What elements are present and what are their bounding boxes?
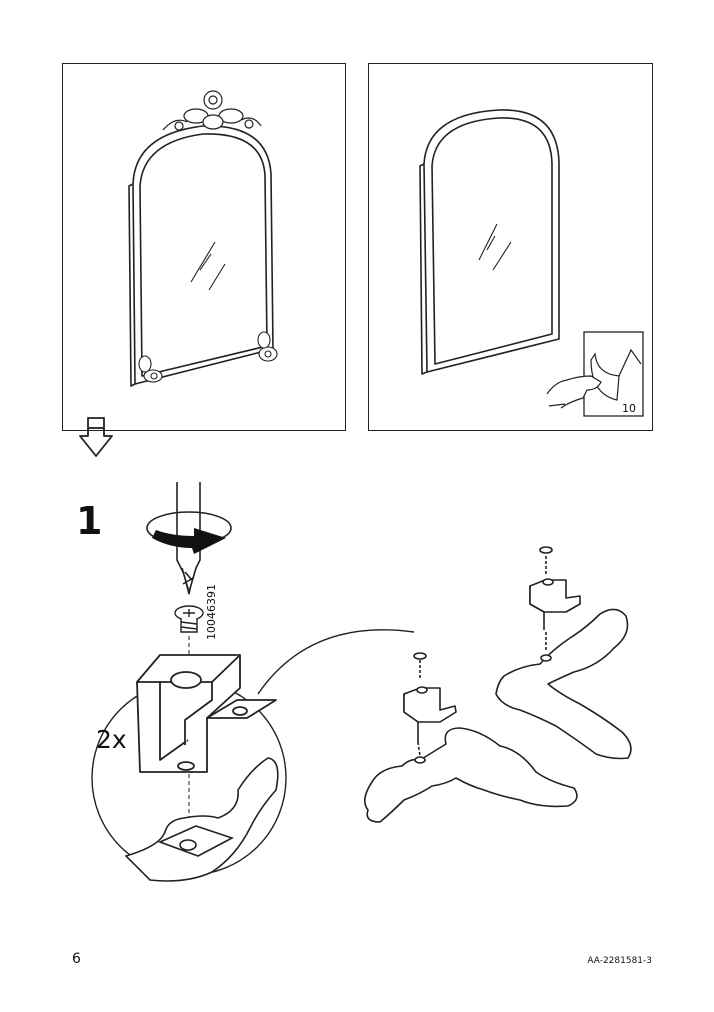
detail-magnifier-icon	[91, 629, 415, 876]
step-number: 1	[76, 499, 103, 543]
bracket-icon	[136, 654, 277, 773]
screwdriver-icon	[176, 482, 201, 595]
part-number: 10046391	[205, 584, 218, 640]
ornate-mirror-icon	[128, 90, 278, 387]
ornate-mirror-panel	[62, 63, 346, 431]
leg-assembly-icon	[364, 652, 578, 823]
document-id: AA-2281581-3	[587, 956, 652, 966]
peel-film-icon	[546, 331, 644, 417]
screw-icon	[174, 605, 204, 633]
plain-mirror-panel: 10	[368, 63, 653, 431]
rotation-arrow-icon	[146, 511, 232, 554]
quantity-label: 2x	[96, 725, 127, 754]
peel-number-label: 10	[622, 402, 636, 415]
page-number: 6	[72, 951, 81, 967]
plain-mirror-icon	[419, 109, 644, 417]
